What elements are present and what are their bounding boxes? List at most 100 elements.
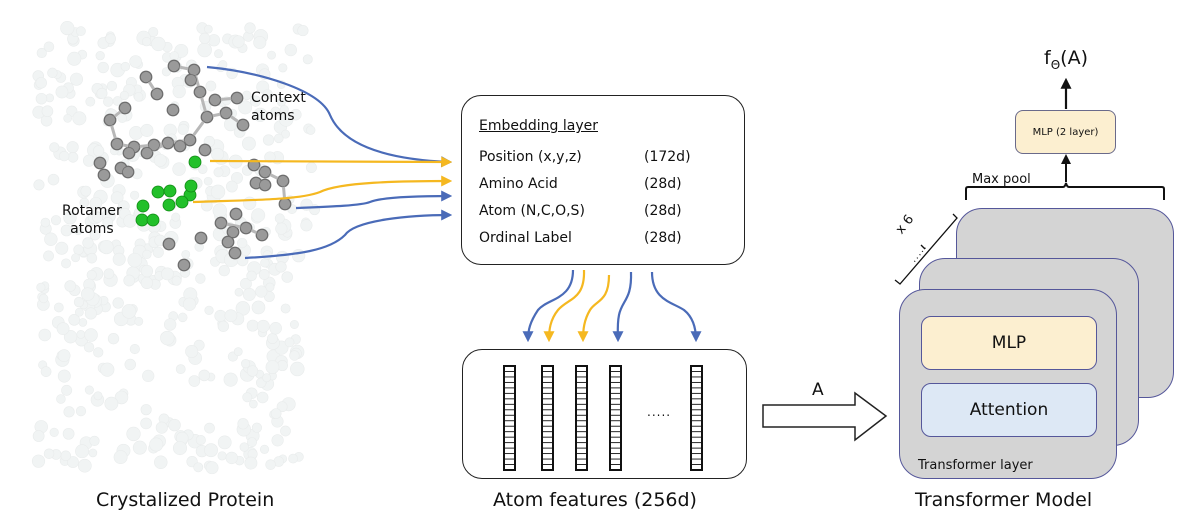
background-atom <box>89 196 103 210</box>
background-atom <box>113 450 128 465</box>
background-atom <box>33 179 45 191</box>
context-atom <box>178 259 190 271</box>
background-atom <box>35 92 48 105</box>
rotamer-atom <box>188 155 202 169</box>
context-atom <box>111 138 123 150</box>
background-atom <box>38 293 49 304</box>
background-atom <box>258 269 270 280</box>
background-atom <box>246 270 257 282</box>
feature-vector <box>575 365 588 471</box>
background-atom <box>223 372 238 387</box>
background-atom <box>82 237 94 249</box>
context-atoms-label-line1: Context <box>251 90 306 106</box>
background-atom <box>193 462 204 473</box>
background-atom <box>68 314 80 326</box>
background-atom <box>38 328 52 342</box>
context-atom <box>194 86 206 98</box>
background-atom <box>126 426 141 442</box>
context-atom <box>195 232 207 244</box>
context-atom <box>184 134 196 146</box>
repeat-bracket-tick <box>920 244 926 250</box>
transformer-caption: Transformer Model <box>915 489 1093 511</box>
feature-vector-frame <box>690 365 703 471</box>
background-atom <box>256 319 270 333</box>
background-atom <box>50 215 62 226</box>
background-atom <box>142 369 155 383</box>
transformer-layer-card-front: MLP Attention Transformer layer <box>899 289 1117 479</box>
background-atom <box>140 264 154 278</box>
background-atom <box>72 111 87 126</box>
background-atom <box>152 246 164 258</box>
background-atom <box>199 32 211 44</box>
background-atom <box>32 430 45 442</box>
background-atom <box>244 22 256 34</box>
embedding-layer-box: Embedding layer Position (x,y,z) (172d) … <box>461 95 745 265</box>
background-atom <box>119 90 129 101</box>
background-atom <box>280 425 291 437</box>
background-atom <box>278 63 288 73</box>
background-atom <box>276 401 288 413</box>
background-atom <box>241 359 251 369</box>
protein-caption: Crystalized Protein <box>96 489 275 511</box>
background-atom <box>71 253 81 263</box>
background-atom <box>60 21 75 36</box>
context-atom <box>123 147 135 159</box>
background-atom <box>76 26 86 37</box>
background-atom <box>56 322 70 336</box>
rotamer-atom <box>175 195 189 209</box>
background-atom <box>63 211 77 225</box>
background-atom <box>256 391 269 404</box>
background-atom <box>93 391 103 401</box>
background-atom <box>77 458 92 473</box>
background-atom <box>238 100 253 115</box>
background-atom <box>171 275 182 286</box>
background-atom <box>281 129 290 139</box>
context-arrow <box>295 190 453 210</box>
background-atom <box>234 287 244 297</box>
background-atom <box>124 358 136 371</box>
background-atoms <box>31 21 321 475</box>
background-atom <box>154 455 168 469</box>
background-atom <box>60 224 73 237</box>
max-pool-bracket <box>965 182 1165 200</box>
background-atom <box>130 190 140 200</box>
rotamer-atom <box>146 213 160 227</box>
background-atom <box>36 282 46 292</box>
background-atom <box>89 229 101 241</box>
feature-vector-frame <box>609 365 622 471</box>
background-atom <box>259 444 270 454</box>
background-atom <box>175 364 186 375</box>
background-atom <box>297 24 309 37</box>
background-atom <box>57 349 71 362</box>
background-atom <box>232 35 245 48</box>
background-atom <box>213 167 224 178</box>
background-atom <box>171 212 181 222</box>
context-atom <box>140 71 152 83</box>
context-arrow <box>206 65 453 168</box>
context-atom <box>94 157 106 169</box>
context-arrow <box>650 271 702 343</box>
background-atom <box>270 106 281 117</box>
repeat-bracket <box>894 213 958 285</box>
context-atom <box>277 175 289 187</box>
context-atom <box>151 88 163 100</box>
embedding-row-label: Atom (N,C,O,S) <box>479 203 585 219</box>
background-atom <box>123 274 136 287</box>
output-subscript: Θ <box>1050 57 1061 72</box>
background-atom <box>49 142 60 153</box>
background-atom <box>84 328 98 342</box>
background-atom <box>271 434 284 447</box>
background-atom <box>75 406 87 417</box>
background-atom <box>96 87 108 99</box>
background-atom <box>85 96 96 107</box>
embedding-layer-title: Embedding layer <box>479 118 598 134</box>
output-argument: (A) <box>1060 47 1088 69</box>
background-atom <box>251 422 262 433</box>
rotamer-arrow <box>209 156 453 168</box>
context-arrow <box>244 209 453 260</box>
background-atom <box>114 390 129 405</box>
background-atom <box>253 35 267 50</box>
background-atom <box>204 443 218 458</box>
background-atom <box>241 136 256 151</box>
